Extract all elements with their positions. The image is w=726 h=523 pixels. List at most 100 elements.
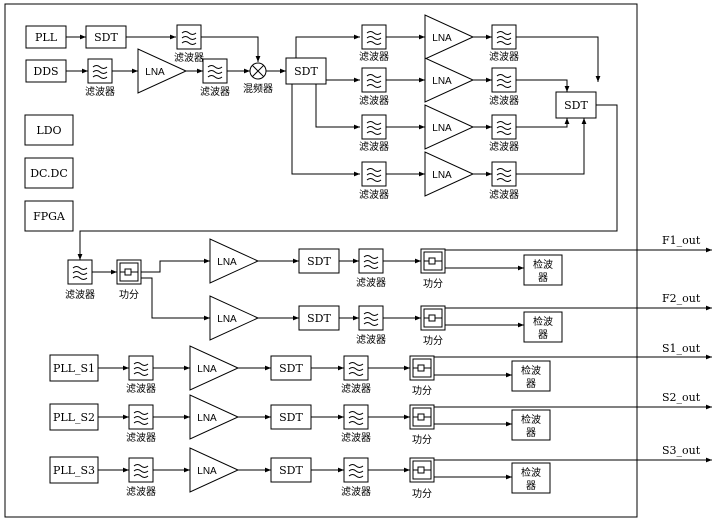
filter-label: 滤波器 [200, 85, 230, 98]
lna-amplifier [424, 14, 475, 60]
filter-label: 滤波器 [341, 431, 371, 444]
splitter-label: 功分 [423, 335, 443, 347]
filter-icon [202, 58, 228, 84]
ldo-block [24, 114, 74, 146]
filter-label: 滤波器 [359, 188, 389, 201]
filter-label: 滤波器 [359, 50, 389, 63]
sdt-block [298, 248, 340, 274]
dcdc-label: DC.DC [30, 167, 68, 180]
filter-icon [491, 114, 517, 140]
power-splitter-icon [409, 404, 435, 430]
pll-s3-block [49, 456, 99, 484]
lna-amplifier [424, 151, 475, 197]
filter-icon [343, 404, 369, 430]
filter-icon [67, 259, 93, 285]
detector-label-bottom: 器 [538, 329, 548, 341]
lna-amplifier [137, 48, 188, 94]
detector-block [511, 360, 551, 392]
fpga-label: FPGA [33, 210, 66, 223]
filter-label: 滤波器 [341, 382, 371, 395]
output-label-f1: F1_out [662, 234, 701, 247]
dcdc-block [24, 157, 74, 189]
filter-label: 滤波器 [356, 276, 386, 289]
detector-label-top: 检波 [533, 258, 553, 271]
sdt-block-mixer [285, 57, 327, 85]
filter-icon [361, 161, 387, 187]
filter-label: 滤波器 [126, 485, 156, 498]
filter-icon [343, 355, 369, 381]
filter-icon [87, 58, 113, 84]
filter-icon [491, 161, 517, 187]
lna-label: LNA [197, 364, 217, 375]
filter-label: 滤波器 [489, 50, 519, 63]
pll-label: PLL [35, 31, 58, 44]
lna-label: LNA [197, 413, 217, 424]
lna-amplifier [424, 104, 475, 150]
detector-label-top: 检波 [521, 364, 541, 377]
lna-amplifier [209, 238, 260, 284]
output-label-s3: S3_out [662, 444, 701, 457]
output-label-s2: S2_out [662, 391, 701, 404]
filter-label: 滤波器 [359, 140, 389, 153]
detector-label-top: 检波 [521, 466, 541, 479]
sdt-block [270, 404, 312, 430]
ldo-label: LDO [36, 124, 61, 137]
filter-label: 滤波器 [356, 333, 386, 346]
board-frame [4, 3, 638, 518]
detector-label-top: 检波 [533, 315, 553, 328]
detector-label-bottom: 器 [526, 378, 536, 390]
dds-label: DDS [33, 65, 58, 78]
filter-icon [358, 305, 384, 331]
detector-block [511, 462, 551, 494]
filter-icon [128, 457, 154, 483]
splitter-label: 功分 [412, 488, 432, 500]
splitter-label: 功分 [412, 385, 432, 397]
output-label-f2: F2_out [662, 292, 701, 305]
power-splitter-icon [420, 305, 446, 331]
detector-block [511, 409, 551, 441]
detector-label-bottom: 器 [526, 480, 536, 492]
sdt-label: SDT [294, 65, 318, 78]
lna-amplifier [424, 57, 475, 103]
filter-label: 滤波器 [489, 94, 519, 107]
detector-block [523, 311, 563, 343]
pll-s3-label: PLL_S3 [53, 464, 95, 477]
lna-amplifier [189, 394, 240, 440]
sdt-label: SDT [564, 99, 588, 112]
pll-s1-label: PLL_S1 [53, 362, 95, 375]
filter-label: 滤波器 [359, 94, 389, 107]
output-label-s1: S1_out [662, 342, 701, 355]
splitter-label: 功分 [423, 278, 443, 290]
lna-label: LNA [432, 170, 452, 181]
filter-label: 滤波器 [489, 140, 519, 153]
lna-label: LNA [432, 33, 452, 44]
lna-amplifier [189, 447, 240, 493]
lna-amplifier [189, 345, 240, 391]
pll-s2-block [49, 403, 99, 431]
filter-icon [343, 457, 369, 483]
sdt-label: SDT [279, 362, 303, 375]
filter-icon [358, 248, 384, 274]
splitter-label: 功分 [412, 434, 432, 446]
lna-amplifier [209, 295, 260, 341]
sdt-block [270, 355, 312, 381]
filter-icon [361, 24, 387, 50]
pll-s2-label: PLL_S2 [53, 411, 95, 424]
detector-label-bottom: 器 [538, 272, 548, 284]
sdt-combiner-block [555, 91, 597, 119]
detector-label-bottom: 器 [526, 427, 536, 439]
filter-icon [128, 404, 154, 430]
lna-label: LNA [217, 314, 237, 325]
lna-label: LNA [217, 257, 237, 268]
filter-icon [491, 67, 517, 93]
sdt-label: SDT [307, 312, 331, 325]
power-splitter-icon [116, 259, 142, 285]
detector-block [523, 254, 563, 286]
power-splitter-icon [409, 355, 435, 381]
filter-label: 滤波器 [126, 431, 156, 444]
detector-label-top: 检波 [521, 413, 541, 426]
power-splitter-icon [409, 457, 435, 483]
sdt-label: SDT [279, 464, 303, 477]
sdt-label: SDT [279, 411, 303, 424]
